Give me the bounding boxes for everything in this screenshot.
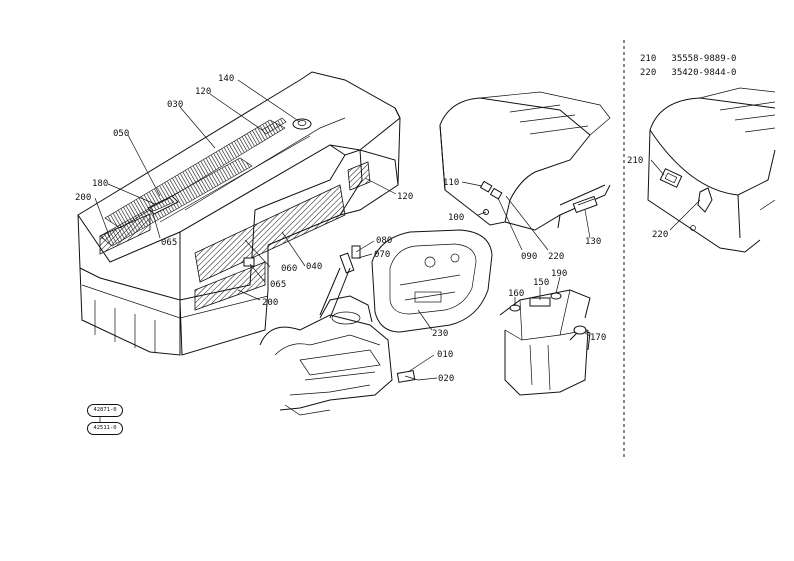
catalog-stamp-top: 42871-0 <box>87 404 123 417</box>
parts-list-row: 210 35558-9889-0 <box>640 52 736 66</box>
hood-assembly <box>77 71 401 356</box>
callout-200-top: 200 <box>75 193 91 203</box>
callout-labels: 140 120 030 050 180 200 065 060 040 065 … <box>75 74 668 384</box>
callout-160: 160 <box>508 289 524 299</box>
callout-030: 030 <box>167 100 183 110</box>
callout-180: 180 <box>92 179 108 189</box>
callout-230: 230 <box>432 329 448 339</box>
callout-090: 090 <box>521 252 537 262</box>
leader-lines <box>94 79 701 424</box>
callout-220-detail: 220 <box>652 230 668 240</box>
instrument-panel <box>371 229 493 333</box>
part-ref: 220 <box>640 68 657 78</box>
callout-170: 170 <box>590 333 606 343</box>
callout-065-top: 065 <box>161 238 177 248</box>
callout-050: 050 <box>113 129 129 139</box>
callout-010: 010 <box>437 350 453 360</box>
callout-120-side: 120 <box>397 192 413 202</box>
callout-020: 020 <box>438 374 454 384</box>
catalog-stamp-bottom: 42511-0 <box>87 422 123 435</box>
callout-100: 100 <box>448 213 464 223</box>
callout-060: 060 <box>281 264 297 274</box>
fender-group <box>439 91 611 231</box>
callout-220-main: 220 <box>548 252 564 262</box>
parts-list: 210 35558-9889-0 220 35420-9844-0 <box>640 52 736 80</box>
callout-120-top: 120 <box>195 87 211 97</box>
callout-140: 140 <box>218 74 234 84</box>
callout-190: 190 <box>551 269 567 279</box>
callout-210-detail: 210 <box>627 156 643 166</box>
callout-080: 080 <box>376 236 392 246</box>
callout-070: 070 <box>374 250 390 260</box>
callout-130: 130 <box>585 237 601 247</box>
part-number: 35420-9844-0 <box>671 68 737 78</box>
part-number: 35558-9889-0 <box>671 54 737 64</box>
parts-list-row: 220 35420-9844-0 <box>640 66 736 80</box>
callout-110: 110 <box>443 178 459 188</box>
callout-065-bottom: 065 <box>270 280 286 290</box>
part-ref: 210 <box>640 54 657 64</box>
callout-200-bottom: 200 <box>262 298 278 308</box>
detail-view <box>647 87 776 253</box>
callout-040: 040 <box>306 262 322 272</box>
callout-150: 150 <box>533 278 549 288</box>
engine-block <box>499 289 591 396</box>
